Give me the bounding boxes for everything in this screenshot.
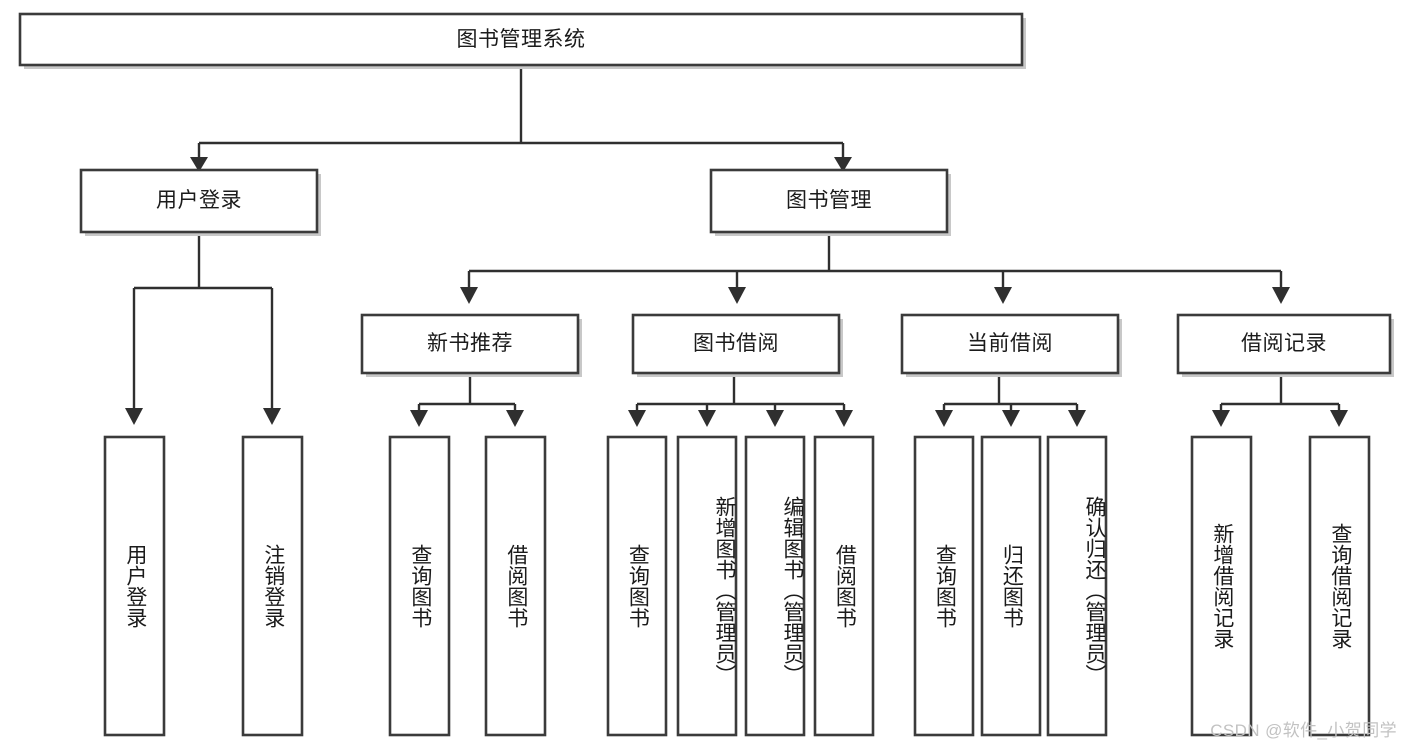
arrow-to-leaf-2 (263, 408, 281, 425)
connector-user-login-to-leaves (132, 232, 274, 410)
arrow-to-leaf-1 (125, 408, 143, 425)
arrow-to-leaf-4 (506, 410, 524, 427)
arrow-to-leaf-3 (410, 410, 428, 427)
node-box-borrow-record[interactable] (1176, 313, 1392, 375)
arrow-to-book-borrow (728, 287, 746, 304)
node-box-leaf-8[interactable] (813, 435, 875, 737)
node-box-leaf-9[interactable] (913, 435, 975, 737)
node-box-root[interactable] (18, 12, 1024, 67)
arrow-to-leaf-6 (698, 410, 716, 427)
arrow-to-leaf-13 (1330, 410, 1348, 427)
arrow-to-new-book-rec (460, 287, 478, 304)
connector-root-to-level2 (197, 65, 845, 158)
node-box-leaf-13[interactable] (1308, 435, 1371, 737)
connector-new-book-rec-to-leaves (417, 375, 517, 412)
arrow-to-current-borrow (994, 287, 1012, 304)
arrow-to-leaf-10 (1002, 410, 1020, 427)
connector-book-manage-to-level3 (467, 232, 1283, 288)
connectors-layer (125, 65, 1348, 427)
node-box-book-manage[interactable] (709, 168, 949, 234)
nodes-layer (18, 12, 1394, 737)
arrow-to-leaf-11 (1068, 410, 1086, 427)
node-box-leaf-10[interactable] (980, 435, 1042, 737)
node-box-leaf-5[interactable] (606, 435, 668, 737)
node-box-leaf-7[interactable] (744, 435, 806, 737)
connector-current-borrow-to-leaves (942, 375, 1079, 412)
node-box-leaf-12[interactable] (1190, 435, 1253, 737)
arrow-to-user-login (190, 157, 208, 172)
node-box-leaf-11[interactable] (1046, 435, 1108, 737)
node-box-leaf-6[interactable] (676, 435, 738, 737)
node-box-leaf-3[interactable] (388, 435, 451, 737)
arrow-to-leaf-12 (1212, 410, 1230, 427)
node-box-user-login[interactable] (79, 168, 319, 234)
node-box-book-borrow[interactable] (631, 313, 841, 375)
node-box-current-borrow[interactable] (900, 313, 1120, 375)
node-box-leaf-1[interactable] (103, 435, 166, 737)
arrow-to-borrow-record (1272, 287, 1290, 304)
arrow-to-leaf-5 (628, 410, 646, 427)
arrow-to-leaf-9 (935, 410, 953, 427)
connector-borrow-record-to-leaves (1219, 375, 1341, 412)
connector-book-borrow-to-leaves (635, 375, 846, 412)
node-box-leaf-2[interactable] (241, 435, 304, 737)
node-box-leaf-4[interactable] (484, 435, 547, 737)
arrow-to-book-manage (834, 157, 852, 172)
arrow-to-leaf-8 (835, 410, 853, 427)
arrow-to-leaf-7 (766, 410, 784, 427)
node-box-new-book-rec[interactable] (360, 313, 580, 375)
